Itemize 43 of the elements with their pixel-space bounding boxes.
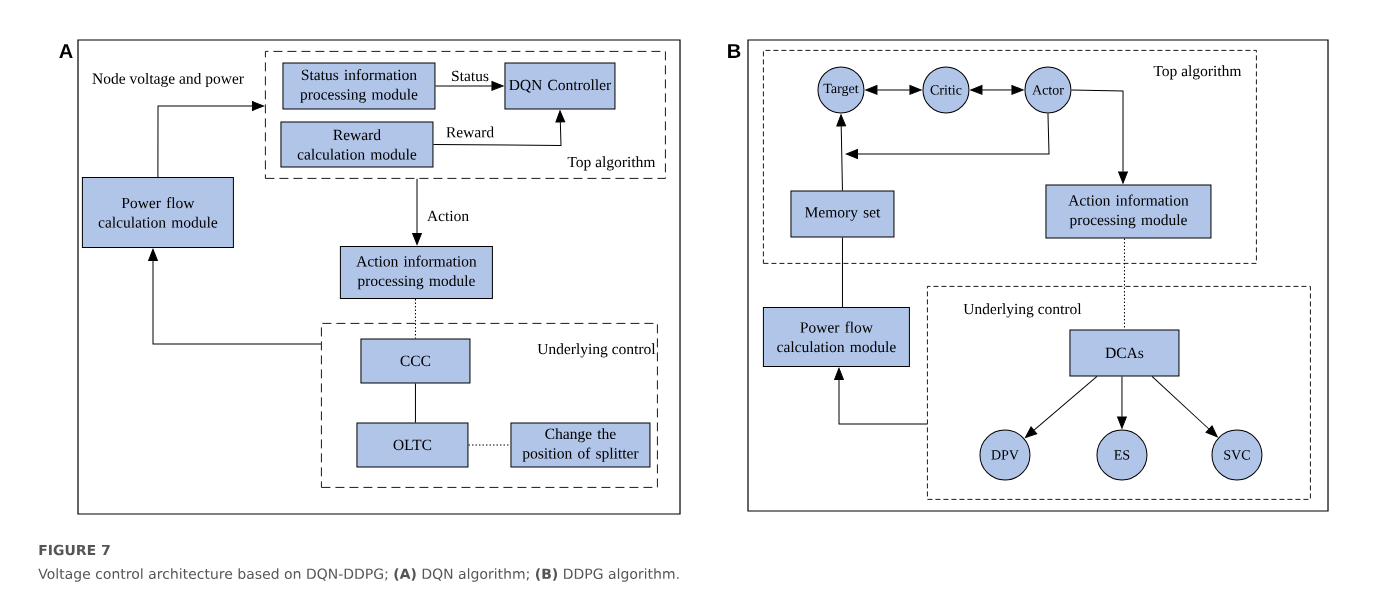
figure-caption: Voltage control architecture based on DQN-DDPG; (A) DQN algorithm; (B) DDPG algorithm. (38, 568, 679, 582)
edge-label: Reward (444, 125, 496, 139)
connector-line (841, 236, 843, 308)
process-box: Power flow calculation module (762, 306, 910, 367)
arrow (845, 112, 1050, 159)
arrow (412, 178, 422, 245)
group-label: Top algorithm (1153, 65, 1242, 80)
group-label: Underlying control (963, 303, 1082, 318)
connector-line (414, 382, 416, 423)
arrow (432, 110, 566, 146)
arrow (1024, 375, 1098, 438)
arrow (434, 81, 504, 91)
arrow (1070, 89, 1128, 184)
process-box: DQN Controller (504, 62, 616, 110)
arrow (834, 367, 928, 425)
edge-label: Node voltage and power (91, 71, 245, 89)
edge-label: Action (425, 209, 471, 223)
process-box: Memory set (790, 190, 895, 238)
panel-letter: A (59, 44, 73, 58)
figure-title: FIGURE 7 (39, 544, 110, 556)
process-box: CCC (360, 338, 471, 384)
connector-line (1123, 237, 1125, 330)
arrow (865, 85, 922, 95)
connector-line (414, 298, 416, 339)
process-box: Reward calculation module (280, 121, 434, 168)
arrow (157, 101, 265, 178)
process-box: Change the position of splitter (510, 422, 651, 468)
arrow (970, 85, 1024, 95)
process-box: DCAs (1069, 329, 1180, 377)
connector-line (467, 444, 511, 446)
process-box: Action information processing module (1045, 184, 1212, 239)
edge-label: Status (450, 69, 490, 83)
arrow (836, 114, 847, 191)
arrow (1151, 375, 1218, 438)
process-box: Action information processing module (339, 245, 493, 299)
arrow (1117, 375, 1127, 429)
process-box: OLTC (356, 422, 469, 468)
arrow (148, 248, 322, 345)
process-box: Power flow calculation module (81, 176, 234, 248)
process-box: Status information processing module (282, 62, 436, 110)
group-label: Underlying control (537, 343, 656, 358)
panel-letter: B (728, 44, 741, 58)
group-label: Top algorithm (567, 156, 656, 171)
